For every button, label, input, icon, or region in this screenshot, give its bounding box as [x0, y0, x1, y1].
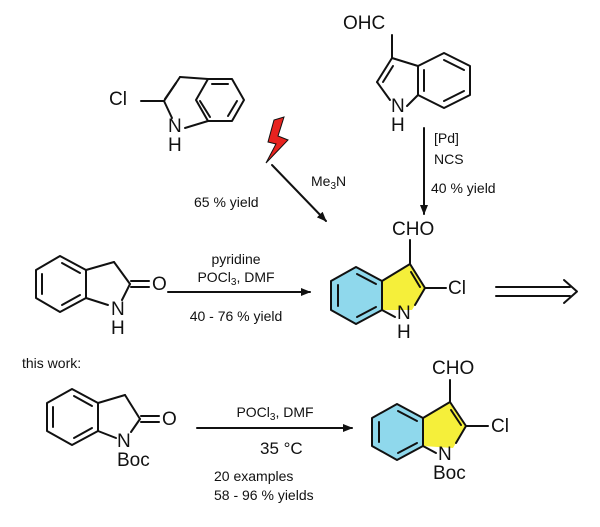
yield-label: 40 - 76 % yield	[189, 308, 283, 324]
yields-label: 58 - 96 % yields	[214, 487, 314, 503]
nitrogen-label: N	[397, 303, 411, 324]
section-label: this work:	[22, 355, 82, 371]
chlorine-label: Cl	[448, 278, 466, 299]
chlorine-label: Cl	[109, 89, 127, 110]
2-chloroindole-structure	[140, 76, 245, 129]
reagent-label: NCS	[434, 151, 464, 167]
aldehyde-label: CHO	[392, 219, 435, 240]
boc-label: Boc	[117, 450, 150, 471]
reagent-label: POCl3, DMF	[197, 269, 275, 288]
temperature-label: 35 °C	[260, 439, 303, 458]
nitrogen-label: N	[391, 96, 405, 117]
pyrrole-ring-highlight	[423, 402, 466, 448]
product-1-structure	[330, 239, 447, 325]
nitrogen-label: N	[111, 299, 125, 320]
yield-label: 40 % yield	[431, 180, 496, 196]
yield-label: 65 % yield	[194, 194, 259, 210]
chlorine-label: Cl	[491, 416, 509, 437]
product-2-structure	[371, 379, 489, 461]
catalyst-label: [Pd]	[434, 130, 459, 146]
hydrogen-label: H	[168, 135, 182, 156]
reagent-label: POCl3, DMF	[236, 404, 314, 423]
lightning-icon	[265, 116, 289, 164]
nitrogen-label: N	[168, 116, 182, 137]
multistep-arrow	[495, 279, 578, 304]
examples-label: 20 examples	[214, 468, 294, 484]
nitrogen-label: N	[117, 431, 131, 452]
n-boc-oxindole-structure	[46, 388, 160, 446]
oxygen-label: O	[152, 274, 167, 295]
base-label: pyridine	[211, 251, 261, 267]
hydrogen-label: H	[391, 115, 405, 136]
reagent-me3n: Me3N	[311, 173, 347, 192]
indole-3-carbaldehyde-structure	[376, 34, 471, 109]
aldehyde-label: OHC	[343, 13, 386, 34]
aldehyde-label: CHO	[432, 358, 475, 379]
oxindole-structure	[35, 255, 150, 313]
hydrogen-label: H	[111, 318, 125, 339]
nitrogen-label: N	[438, 444, 452, 465]
hydrogen-label: H	[397, 322, 411, 343]
arrow-top-left	[271, 164, 327, 222]
oxygen-label: O	[162, 409, 177, 430]
boc-label: Boc	[433, 463, 466, 484]
